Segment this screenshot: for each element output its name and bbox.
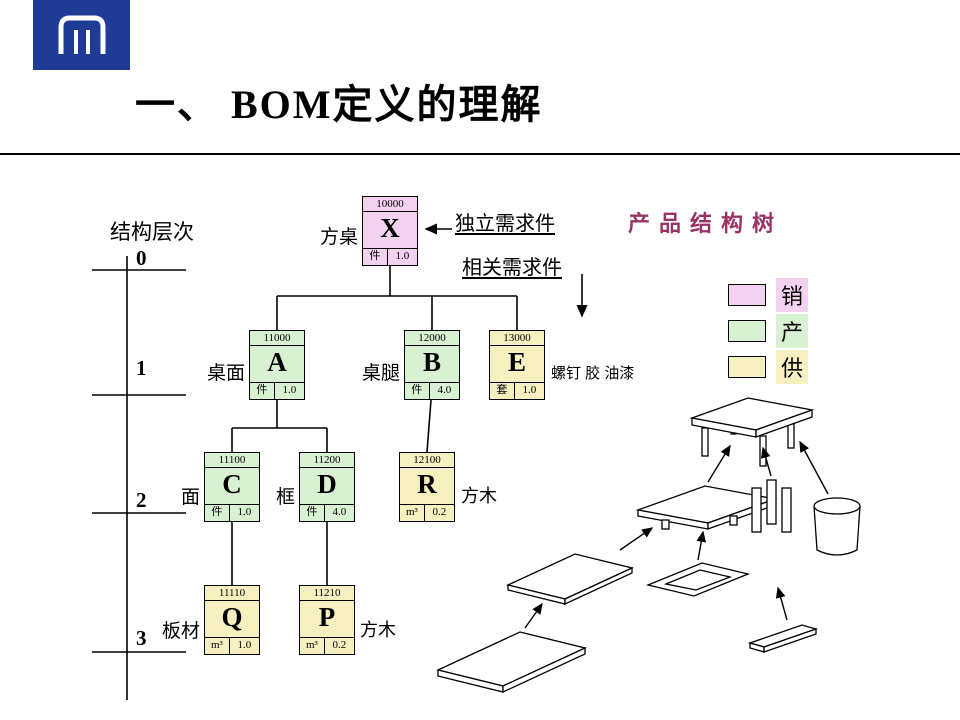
- node-code: 11000: [250, 331, 304, 346]
- node-unit: m³: [300, 638, 325, 654]
- node-letter: B: [422, 347, 441, 377]
- node-E: 13000 E 套 1.0: [489, 330, 545, 400]
- table-exploded-view-illustration: [430, 388, 950, 713]
- node-Q: 11110 Q m³ 1.0: [204, 585, 260, 655]
- node-qty: 1.0: [395, 250, 410, 262]
- node-qty: 4.0: [437, 384, 452, 396]
- node-qty: 1.0: [237, 506, 252, 518]
- company-logo: [33, 0, 130, 70]
- node-label-A: 桌面: [206, 363, 245, 384]
- legend-label-production: 产: [776, 314, 809, 348]
- node-qty: 0.2: [332, 639, 347, 651]
- legend-item-sales: 销: [728, 278, 809, 312]
- node-unit: m³: [400, 505, 425, 521]
- node-code: 12000: [405, 331, 459, 346]
- node-qty-row: 件 1.0: [363, 248, 417, 265]
- logo-glyph-icon: [58, 15, 105, 54]
- node-label-Q: 板材: [161, 621, 200, 642]
- node-code: 12100: [400, 453, 454, 468]
- node-code: 10000: [363, 197, 417, 212]
- node-qty-row: 件 1.0: [250, 382, 304, 399]
- node-C: 11100 C 件 1.0: [204, 452, 260, 522]
- level-number-0: 0: [136, 246, 147, 270]
- node-code: 11200: [300, 453, 354, 468]
- independent-demand-label: 独立需求件: [455, 213, 555, 235]
- node-qty: 0.2: [432, 506, 447, 518]
- node-letter: C: [222, 469, 242, 499]
- node-unit: m³: [205, 638, 230, 654]
- node-unit: 套: [490, 383, 515, 399]
- legend-swatch-production: [728, 320, 766, 342]
- node-qty-row: m³ 0.2: [300, 637, 354, 654]
- node-label-C: 面: [180, 487, 200, 508]
- node-qty-row: m³ 0.2: [400, 504, 454, 521]
- node-letter: D: [317, 469, 337, 499]
- title-divider: [0, 153, 960, 155]
- node-letter: R: [417, 469, 437, 499]
- node-letter: P: [318, 602, 336, 632]
- node-qty: 1.0: [237, 639, 252, 651]
- node-label-E: 螺钉 胶 油漆: [551, 365, 635, 382]
- node-unit: 件: [250, 383, 275, 399]
- dependent-demand-label: 相关需求件: [462, 257, 562, 279]
- node-D: 11200 D 件 4.0: [299, 452, 355, 522]
- legend-swatch-supply: [728, 356, 766, 378]
- axis-label: 结构层次: [110, 221, 194, 244]
- legend-label-supply: 供: [776, 350, 809, 384]
- node-qty-row: 套 1.0: [490, 382, 544, 399]
- node-label-P: 方木: [360, 620, 396, 640]
- product-structure-tree-title: 产品结构树: [628, 211, 784, 236]
- node-letter: E: [507, 347, 526, 377]
- node-A: 11000 A 件 1.0: [249, 330, 305, 400]
- legend-item-supply: 供: [728, 350, 809, 384]
- legend-item-production: 产: [728, 314, 809, 348]
- node-unit: 件: [300, 505, 325, 521]
- node-R: 12100 R m³ 0.2: [399, 452, 455, 522]
- level-number-3: 3: [136, 626, 147, 650]
- node-code: 11110: [205, 586, 259, 601]
- node-letter: A: [267, 347, 287, 377]
- node-qty: 1.0: [282, 384, 297, 396]
- node-qty-row: m³ 1.0: [205, 637, 259, 654]
- node-unit: 件: [405, 383, 430, 399]
- node-letter: Q: [221, 602, 243, 632]
- node-label-X: 方桌: [319, 227, 358, 248]
- node-code: 11210: [300, 586, 354, 601]
- table-illustration-drawing: [436, 397, 861, 694]
- node-code: 11100: [205, 453, 259, 468]
- level-number-1: 1: [136, 356, 147, 380]
- node-label-R: 方木: [461, 486, 497, 506]
- node-qty: 1.0: [522, 384, 537, 396]
- node-qty-row: 件 4.0: [300, 504, 354, 521]
- node-label-D: 框: [275, 487, 295, 508]
- legend-swatch-sales: [728, 284, 766, 306]
- node-unit: 件: [363, 249, 388, 265]
- node-letter: X: [380, 213, 400, 243]
- node-qty: 4.0: [332, 506, 347, 518]
- legend-label-sales: 销: [776, 278, 809, 312]
- node-code: 13000: [490, 331, 544, 346]
- node-label-B: 桌腿: [361, 363, 400, 384]
- node-X: 10000 X 件 1.0: [362, 196, 418, 266]
- node-qty-row: 件 4.0: [405, 382, 459, 399]
- node-unit: 件: [205, 505, 230, 521]
- node-P: 11210 P m³ 0.2: [299, 585, 355, 655]
- node-qty-row: 件 1.0: [205, 504, 259, 521]
- level-number-2: 2: [136, 488, 147, 512]
- node-B: 12000 B 件 4.0: [404, 330, 460, 400]
- page-title: 一、 BOM定义的理解: [135, 82, 543, 127]
